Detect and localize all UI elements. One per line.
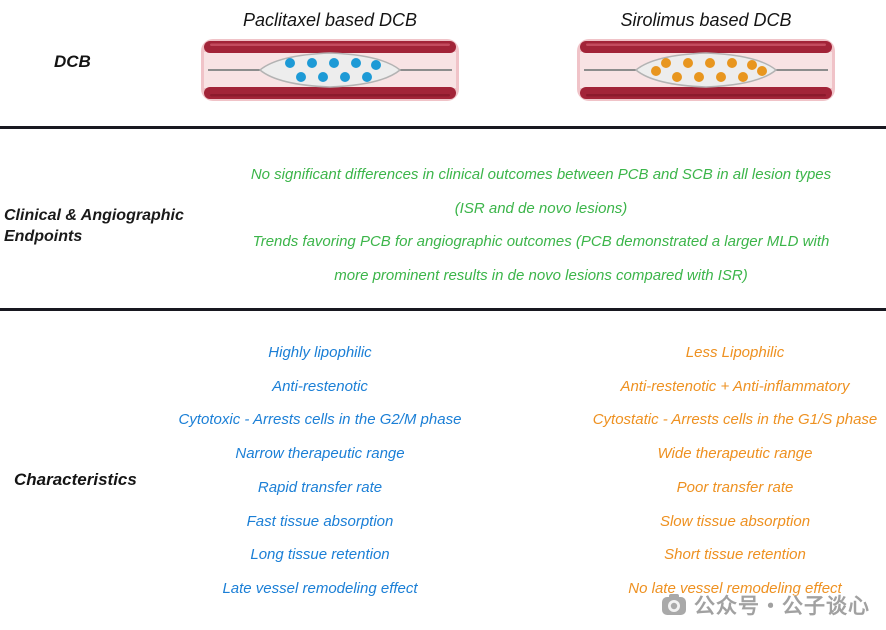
characteristic-item: Wide therapeutic range <box>657 445 813 463</box>
drug-dot <box>672 72 682 82</box>
watermark-text: 公众号・公子谈心 <box>694 595 870 618</box>
drug-dot <box>371 60 381 70</box>
drug-dot <box>705 58 715 68</box>
dcb-row-label: DCB <box>54 52 91 71</box>
characteristic-item: Anti-restenotic + Anti-inflammatory <box>620 377 850 395</box>
characteristic-item: Cytotoxic - Arrests cells in the G2/M ph… <box>178 411 462 429</box>
watermark: 公众号・公子谈心 <box>661 590 870 620</box>
endpoints-text-block: No significant differences in clinical o… <box>202 158 880 292</box>
endpoints-line: Trends favoring PCB for angiographic out… <box>252 233 830 250</box>
characteristic-item: Narrow therapeutic range <box>235 445 405 463</box>
characteristic-item: Short tissue retention <box>664 546 806 564</box>
drug-dot <box>716 72 726 82</box>
characteristic-item: No late vessel remodeling effect <box>628 579 842 597</box>
endpoints-row-label-line2: Endpoints <box>4 228 83 245</box>
characteristics-row-label: Characteristics <box>14 470 137 489</box>
section-divider <box>0 126 886 129</box>
characteristic-item: Poor transfer rate <box>676 478 794 496</box>
paclitaxel-characteristics-column: Highly lipophilic Anti-restenotic Cytoto… <box>160 336 480 606</box>
characteristic-item: Cytostatic - Arrests cells in the G1/S p… <box>592 411 878 429</box>
characteristic-item: Less Lipophilic <box>685 344 785 361</box>
endpoints-line: more prominent results in de novo lesion… <box>334 266 748 284</box>
endpoints-row-label-line1: Clinical & Angiographic <box>4 207 184 224</box>
drug-dot <box>351 58 361 68</box>
section-divider <box>0 308 886 311</box>
endpoints-line: (ISR and de novo lesions) <box>454 199 628 217</box>
characteristic-item: Late vessel remodeling effect <box>222 579 418 597</box>
characteristic-item: Rapid transfer rate <box>257 478 383 496</box>
characteristic-item: Anti-restenotic <box>272 377 368 395</box>
sirolimus-column-title: Sirolimus based DCB <box>620 10 792 30</box>
endpoints-row-label: Clinical & Angiographic Endpoints <box>4 205 204 247</box>
sirolimus-vessel-illustration <box>576 38 836 102</box>
drug-dot <box>329 58 339 68</box>
endpoints-line: No significant differences in clinical o… <box>250 166 832 183</box>
drug-dot <box>285 58 295 68</box>
drug-dot <box>296 72 306 82</box>
characteristic-item: Slow tissue absorption <box>659 512 811 530</box>
vessel-icon <box>577 39 835 101</box>
drug-dot <box>651 66 661 76</box>
vessel-icon <box>201 39 459 101</box>
drug-dot <box>340 72 350 82</box>
drug-dot <box>683 58 693 68</box>
drug-dot <box>362 72 372 82</box>
drug-dot <box>318 72 328 82</box>
drug-dot <box>694 72 704 82</box>
paclitaxel-column-title: Paclitaxel based DCB <box>242 10 418 30</box>
paclitaxel-vessel-illustration <box>200 38 460 102</box>
drug-dot <box>747 60 757 70</box>
sirolimus-characteristics-column: Less Lipophilic Anti-restenotic + Anti-i… <box>575 336 886 606</box>
drug-dot <box>738 72 748 82</box>
camera-watermark-icon <box>662 594 686 615</box>
characteristic-item: Highly lipophilic <box>268 344 372 361</box>
drug-dot <box>307 58 317 68</box>
drug-dot <box>661 58 671 68</box>
drug-dot <box>727 58 737 68</box>
characteristic-item: Long tissue retention <box>250 546 390 564</box>
drug-dot <box>757 66 767 76</box>
characteristic-item: Fast tissue absorption <box>246 512 394 530</box>
